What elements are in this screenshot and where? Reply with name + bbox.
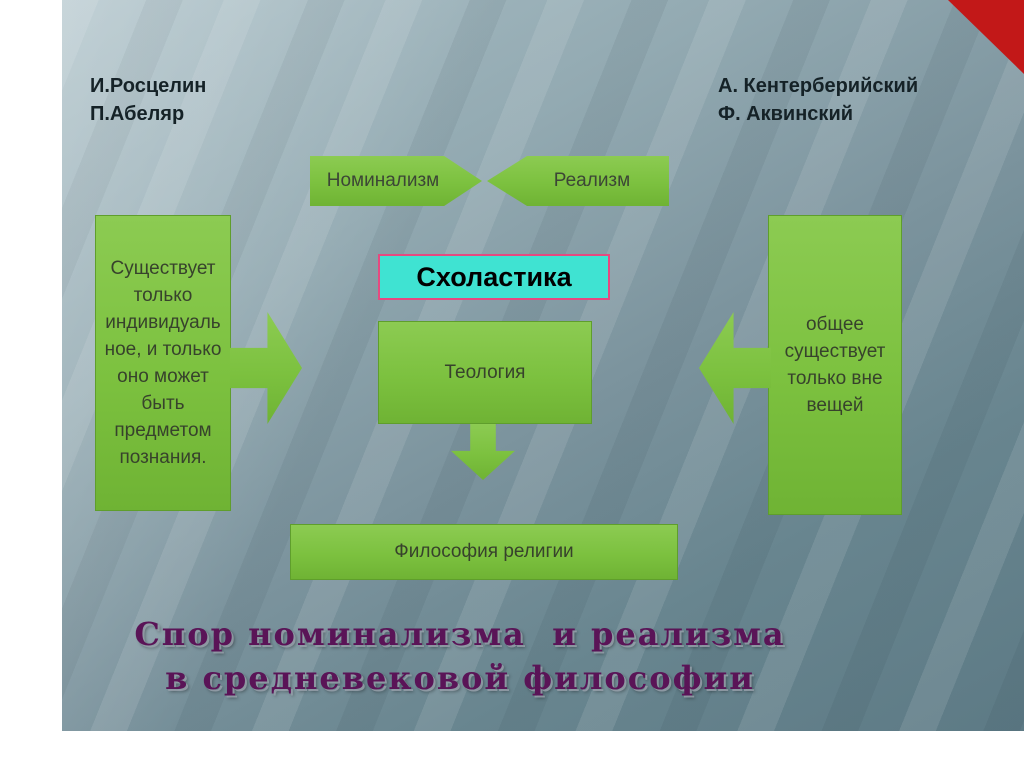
slide-title-line1: Спор номинализма и реализма <box>134 615 786 653</box>
thinkers-left: И.Росцелин П.Абеляр <box>90 72 206 128</box>
philosophy-of-religion-box: Философия религии <box>290 524 678 580</box>
nominalism-thesis-text: Существует только индивидуальное, и толь… <box>104 258 222 468</box>
realism-arrow-shape: Реализм <box>487 156 669 206</box>
realism-thesis-text: общее существует только вне вещей <box>784 314 886 416</box>
scholastics-label: Схоластика <box>416 261 572 292</box>
nominalism-thesis-box: Существует только индивидуальное, и толь… <box>95 215 231 511</box>
realism-label: Реализм <box>553 170 631 191</box>
scholastics-box: Схоластика <box>378 254 610 300</box>
nominalism-label: Номинализм <box>326 170 440 191</box>
thinker-roscelin: И.Росцелин <box>90 75 207 97</box>
thinkers-right: А. Кентерберийский Ф. Аквинский <box>718 72 918 128</box>
slide-title-line2: в средневековой философии <box>165 659 755 697</box>
thinker-canterbury: А. Кентерберийский <box>718 75 919 97</box>
realism-thesis-box: общее существует только вне вещей <box>768 215 902 515</box>
theology-box: Теология <box>378 321 592 424</box>
philosophy-of-religion-label: Философия религии <box>394 541 574 562</box>
thinker-abelard: П.Абеляр <box>90 103 185 125</box>
thinker-aquinas: Ф. Аквинский <box>718 103 854 125</box>
nominalism-arrow-shape: Номинализм <box>310 156 482 206</box>
slide-title: Спор номинализма и реализма в средневеко… <box>110 612 810 700</box>
theology-label: Теология <box>444 361 526 383</box>
